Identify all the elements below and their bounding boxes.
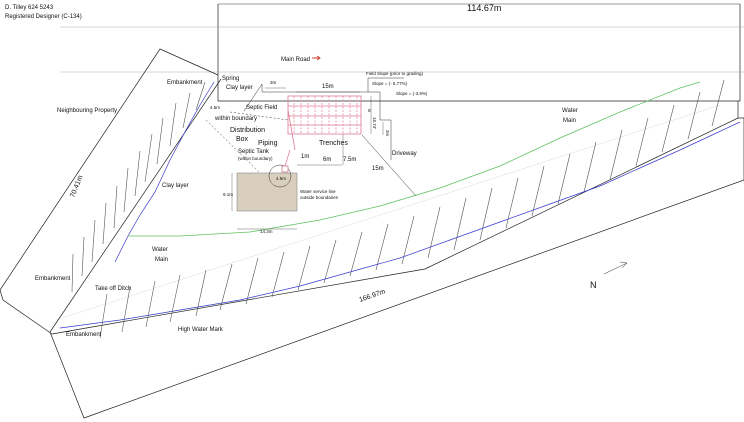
embankment-top-label: Embankment: [167, 80, 203, 86]
property-boundary: 70.41m 166.97m: [0, 48, 744, 419]
septic-field-outline: [287, 95, 362, 135]
left-embankment-hatching: [71, 81, 206, 293]
north-arrow: N: [590, 261, 628, 290]
water-service-label-line2: outside boundaries: [300, 195, 339, 200]
top-frontage-dimension: 114.67m: [467, 3, 501, 13]
septic-tank-icon: [281, 165, 289, 173]
main-road-arrow-icon: [312, 55, 321, 61]
tank-outlet-pipe: [284, 149, 291, 167]
house-height-dimension: 9.1m: [223, 192, 233, 197]
field-slope-label: Field Slope (prior to grading): [366, 71, 424, 76]
water-service-label-line1: Water service line: [300, 189, 336, 194]
setback-7-5m-dimension: 7.5m: [343, 157, 356, 163]
clay-layer-mid-label: Clay layer: [162, 183, 189, 189]
designer-title: Registered Designer (C-134): [5, 14, 82, 20]
bottom-boundary: [49, 117, 744, 419]
tank-offset-dimension: 4.5m: [276, 176, 286, 181]
water-main-left-label-line1: Water: [152, 247, 168, 253]
field-setback-line: [261, 84, 392, 160]
driveway-label: Driveway: [392, 151, 417, 157]
clay-layer-top-label: Clay layer: [226, 85, 253, 91]
spacing-3m-right: 3m: [385, 130, 390, 137]
field-width-dimension: 15m: [322, 84, 334, 90]
driveway-15m-dimension: 15m: [372, 166, 384, 172]
north-arrow-icon: [603, 261, 628, 275]
water-main-right-label-line1: Water: [562, 108, 578, 114]
setback-6m-dimension: 6m: [323, 157, 331, 163]
left-boundary-inner: [49, 78, 222, 333]
field-setbacks: [205, 83, 417, 197]
spring-label: Spring: [222, 76, 239, 82]
house: 9.1m 14.3m: [223, 149, 298, 234]
bottom-embankment-hatching: [99, 79, 725, 339]
field-small-dimension: 6': [368, 108, 372, 113]
north-label: N: [590, 280, 597, 290]
spring-offset-line: [243, 83, 263, 112]
driveway-line: [361, 134, 417, 197]
water-main-line: [128, 81, 701, 237]
septic-field-label: Septic Field: [246, 105, 277, 111]
take-off-ditch-label: Take off Ditch: [95, 286, 131, 292]
septic-tank-note: (within boundary): [238, 156, 273, 161]
septic-tank-label: Septic Tank: [238, 149, 270, 155]
left-side-dimension: 70.41m: [69, 174, 84, 198]
main-road: 114.67m Main Road: [60, 3, 744, 102]
distribution-box-label-line1: Distribution: [230, 127, 265, 134]
field-height-dimension: 16.74': [372, 117, 377, 129]
spring-offset-dimension: 4.5m: [210, 105, 220, 110]
piping-label: Piping: [258, 140, 278, 147]
septic-tank-radius: [268, 164, 292, 188]
spacing-3m-top: 3m: [270, 80, 277, 85]
house-width-dimension: 14.3m: [260, 229, 273, 234]
piping-line: [287, 109, 296, 151]
embankment-left-label: Embankment: [35, 276, 71, 282]
left-boundary-outer: [0, 48, 219, 335]
septic-clearance-dimension: 1m: [301, 154, 309, 160]
house-boundary-dash: [205, 119, 263, 176]
embankment-bottom-label: Embankment: [66, 332, 102, 338]
road-frame: [217, 4, 741, 102]
main-road-label: Main Road: [281, 57, 310, 63]
neighbouring-property-label: Neighbouring Property: [57, 108, 117, 114]
trenches-label: Trenches: [319, 140, 348, 147]
house-footprint: [236, 172, 298, 212]
slope-reading-2: Slope = (-3.9%): [396, 91, 428, 96]
bottom-dimension-line: [55, 104, 721, 321]
distribution-box-label-line2: Box: [236, 136, 249, 143]
high-water-mark-line: [59, 121, 741, 329]
water-main-right-label-line2: Main: [563, 118, 576, 124]
bottom-side-dimension: 166.97m: [358, 288, 386, 304]
water-main-left-label-line2: Main: [155, 257, 168, 263]
within-boundary-label: within boundary: [214, 116, 257, 122]
high-water-mark-label: High Water Mark: [178, 327, 224, 333]
slope-reading-1: Slope = (- 5.77%): [372, 81, 408, 86]
spring-water-line: [114, 81, 215, 263]
slope-readings: Field Slope (prior to grading) Slope = (…: [366, 71, 428, 96]
septic-field: [287, 95, 362, 151]
designer-name: D. Tilley 624 5243: [5, 5, 54, 11]
